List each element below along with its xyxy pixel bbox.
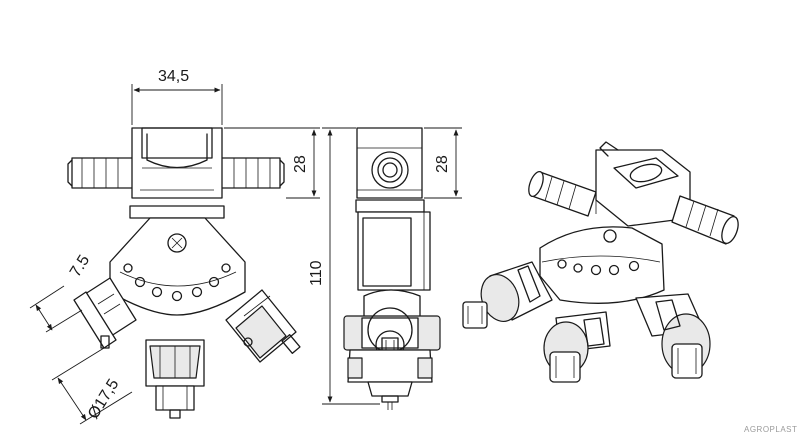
dimension-top-width [131, 84, 223, 125]
front-right-nozzle [225, 289, 301, 363]
iso-left-nozzle [462, 261, 553, 329]
dimension-total-height [322, 127, 380, 405]
iso-valve-body [539, 226, 665, 304]
isometric-view [462, 141, 739, 383]
dimension-side-height [424, 127, 462, 199]
dimension-front-height-label: 28 [292, 155, 309, 173]
iso-clamp-block [595, 141, 691, 227]
iso-left-hose-barb [528, 170, 597, 217]
front-valve-body [109, 217, 246, 316]
dimension-top-width-label: 34,5 [158, 68, 189, 85]
dimension-outlet-diameter-label: Ø17,5 [85, 376, 123, 422]
front-view [67, 127, 301, 419]
side-valve-body [357, 211, 431, 291]
side-clamp-block [355, 127, 425, 213]
front-right-hose-barb [219, 157, 285, 189]
dimension-side-height-label: 28 [434, 155, 451, 173]
dimension-inlet-offset [29, 285, 83, 333]
front-left-hose-barb [67, 157, 135, 189]
dimension-inlet-offset-label: 7.5 [67, 252, 93, 280]
front-clamp-block [129, 127, 225, 219]
iso-right-hose-barb [671, 195, 739, 245]
side-nozzle-cap [343, 289, 441, 360]
iso-right-nozzle [635, 293, 711, 379]
iso-center-nozzle [543, 311, 611, 383]
dimension-outlet-diameter [51, 347, 133, 425]
side-nozzle-body [347, 349, 433, 410]
side-view [343, 127, 441, 410]
front-bottom-nozzle [145, 339, 205, 419]
front-left-nozzle [73, 277, 137, 349]
dimension-front-height [224, 127, 320, 199]
dimension-total-height-label: 110 [308, 260, 325, 286]
brand-watermark: AGROPLAST [744, 425, 797, 434]
